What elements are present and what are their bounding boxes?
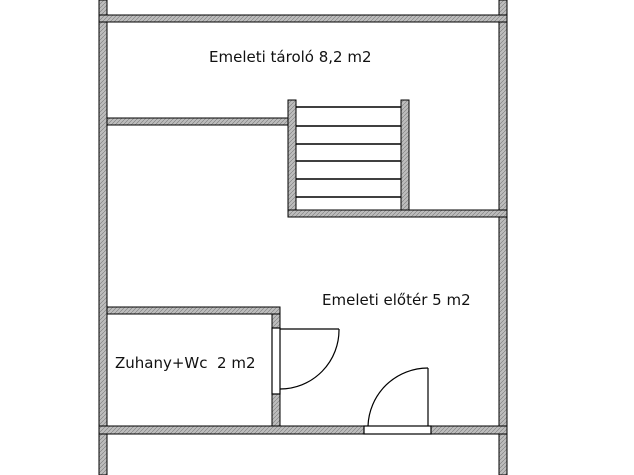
- door-frame: [271, 327, 281, 395]
- room-label-upper-storage: Emeleti tároló 8,2 m2: [209, 48, 372, 66]
- bathroom-door: [271, 327, 340, 395]
- hall-door: [363, 367, 432, 435]
- room-label-bathroom: Zuhany+Wc 2 m2: [115, 354, 256, 372]
- wall-stair-left: [287, 99, 297, 218]
- wall-bathroom-right-upper: [271, 313, 281, 329]
- wall-left: [98, 0, 108, 475]
- wall-stair-bottom: [287, 209, 508, 218]
- wall-bottom-left: [98, 425, 365, 435]
- door-swing-arc: [367, 367, 429, 427]
- door-swing-arc: [279, 328, 340, 390]
- wall-right: [498, 0, 508, 475]
- door-frame: [363, 425, 432, 435]
- wall-bathroom-top: [106, 306, 281, 315]
- wall-stair-right: [400, 99, 410, 218]
- staircase: [296, 106, 401, 198]
- wall-bottom-right: [430, 425, 508, 435]
- wall-storage-partition: [106, 117, 289, 126]
- room-label-hall: Emeleti előtér 5 m2: [322, 291, 471, 309]
- wall-top: [98, 14, 508, 23]
- wall-bathroom-right-lower: [271, 393, 281, 427]
